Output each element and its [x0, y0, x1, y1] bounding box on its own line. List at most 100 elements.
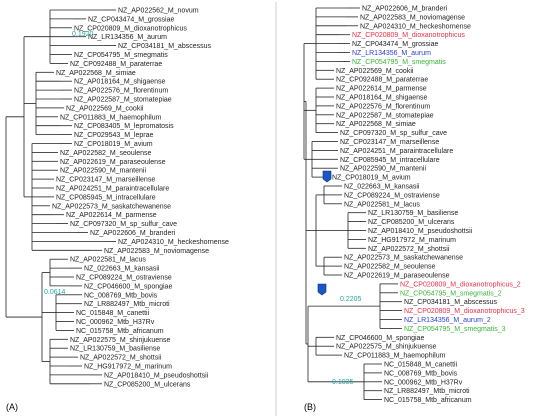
leaf-label: NZ_CP054795_M_smegmatis_2 [400, 290, 502, 297]
leaf-label: NZ_CP085945_M_intracellulare [56, 194, 156, 201]
leaf-label: NZ_CP083405_M_lepromatosis [74, 123, 174, 130]
leaf-label: NZ_CP043474_M_grossiae [352, 41, 438, 48]
leaf-label: NZ_CP097320_M_sp_sulfur_cave [340, 130, 447, 137]
leaf-label: NZ_AP018410_M_pseudoshottsii [368, 228, 473, 235]
leaf-label: NZ_CP020809_M_dioxanotrophicus [352, 32, 465, 39]
leaf-label: NZ_AP022582_M_seoulense [60, 150, 152, 157]
leaf-label: NZ_AP022581_M_lacus [344, 201, 420, 208]
leaf-label: NZ_CP092488_M_paraterrae [70, 61, 162, 68]
leaf-label: NZ_AP024310_M_heckeshornense [360, 23, 471, 30]
leaf-label: NZ_LR130759_M_basiliense [70, 346, 160, 353]
leaf-label: NZ_AP022581_M_lacus [70, 257, 146, 264]
leaf-label: NZ_CP023147_M_marseillense [56, 177, 155, 184]
panel-a-tree: NZ_AP022562_M_novumNZ_CP043474_M_grossia… [5, 8, 229, 388]
leaf-label: NZ_CP089224_M_ostraviense [76, 275, 172, 282]
leaf-label: NZ_AP018164_M_shigaense [74, 79, 166, 86]
leaf-label: NZ_AP022619_M_paraseoulense [60, 159, 166, 166]
leaf-label: NZ_CP011883_M_haemophilum [344, 353, 446, 360]
leaf-label: NZ_AP022576_M_florentinum [74, 88, 168, 95]
leaf-label: NZ_AP022575_M_shinjukuense [70, 337, 171, 344]
leaf-label: NZ_CP054795_M_smegmatis_3 [404, 326, 506, 333]
support-value: 0.0614 [44, 289, 66, 296]
leaf-label: NZ_CP085200_M_ulcerans [104, 381, 191, 388]
leaf-label: NZ_HG917972_M_marinum [368, 237, 456, 244]
leaf-label: NZ_LR130759_M_basiliense [368, 210, 458, 217]
leaf-label: NZ_CP018019_M_avium [332, 175, 411, 182]
panel-a-label: (A) [6, 402, 18, 412]
leaf-label: NZ_CP034181_M_abscessus [404, 299, 497, 306]
leaf-label: NZ_CP092488_M_paraterrae [336, 77, 428, 84]
leaf-label: NZ_AP022562_M_novum [118, 8, 199, 15]
leaf-label: NZ_CP034181_M_abscessus [118, 43, 211, 50]
panel-b-label: (B) [304, 402, 316, 412]
leaf-label: NZ_AP022619_M_paraseoulense [344, 273, 450, 280]
leaf-label: NZ_AP024310_M_heckeshornense [118, 239, 229, 246]
leaf-label: NZ_AP018164_M_shigaense [336, 95, 428, 102]
leaf-label: NZ_AP022606_M_branderi [362, 6, 448, 13]
leaf-label: NZ_LR134356_M_aurum_2 [404, 317, 491, 324]
leaf-label: NZ_CP023147_M_marseillense [340, 139, 439, 146]
leaf-label: NZ_AP022575_M_shinjukuense [336, 344, 437, 351]
leaf-label: NZ_CP029543_M_leprae [74, 132, 153, 139]
leaf-label: NZ_CP046600_M_spongiae [336, 335, 424, 342]
leaf-label: NC_015848_M_canettii [76, 310, 150, 317]
leaf-label: NZ_AP022572_M_shottsii [80, 355, 162, 362]
leaf-label: NZ_CP046600_M_spongiae [84, 283, 172, 290]
leaf-label: NZ_LR882497_Mtb_microti [84, 301, 170, 308]
leaf-label: NZ_CP089224_M_ostraviense [344, 192, 440, 199]
leaf-label: NZ_AP022583_M_noviomagense [360, 14, 465, 21]
leaf-label: NZ_AP022606_M_branderi [90, 230, 176, 237]
leaf-label: NZ_AP022590_M_mantenii [60, 168, 146, 175]
leaf-label: NZ_AP022582_M_seoulense [344, 264, 436, 271]
leaf-label: NZ_LR134356_M_aurum [352, 50, 431, 57]
leaf-label: NZ_CP054795_M_smegmatis [352, 59, 446, 66]
leaf-label: NZ_CP011883_M_haemophilum [60, 114, 162, 121]
support-value: 0.1920 [72, 31, 94, 38]
leaf-label: NZ_CP085200_M_ulcerans [368, 219, 455, 226]
leaf-label: NC_008769_Mtb_bovis [84, 292, 158, 299]
leaf-label: NZ_022663_M_kansasii [84, 266, 160, 273]
leaf-label: NZ_AP022572_M_shottsii [368, 246, 450, 253]
leaf-label: NZ_AP022576_M_florentinum [336, 103, 430, 110]
leaf-label: NZ_AP022568_M_simiae [336, 121, 416, 128]
leaf-label: NC_000962_Mtb_H37Rv [384, 379, 463, 386]
shield-marker-icon [322, 170, 332, 183]
leaf-label: NZ_AP022590_M_mantenii [340, 166, 426, 173]
leaf-label: NC_015758_Mtb_africanum [76, 328, 164, 335]
leaf-label: NZ_LR134356_M_aurum [88, 34, 167, 41]
leaf-label: NZ_AP022587_M_stomatepiae [336, 112, 434, 119]
leaf-label: NZ_CP020809_M_dioxanotrophicus_2 [400, 281, 521, 288]
leaf-label: NC_000962_Mtb_H37Rv [76, 319, 155, 326]
leaf-label: NZ_AP022614_M_parmense [66, 212, 157, 219]
leaf-label: NZ_LR882497_Mtb_microti [384, 388, 470, 395]
leaf-label: NZ_CP043474_M_grossiae [88, 16, 174, 23]
leaf-label: NZ_AP022573_M_saskatchewanense [344, 255, 463, 262]
leaf-label: NZ_AP024251_M_paraintracellulare [340, 148, 453, 155]
leaf-label: NC_008769_Mtb_bovis [384, 370, 458, 377]
leaf-label: NZ_AP018410_M_pseudoshottsii [104, 372, 209, 379]
leaf-label: NZ_CP020809_M_dioxanotrophicus_3 [404, 308, 525, 315]
leaf-label: NZ_CP018019_M_avium [74, 141, 153, 148]
leaf-label: NZ_CP054795_M_smegmatis [74, 52, 168, 59]
leaf-label: NC_015848_M_canettii [384, 362, 458, 369]
shield-marker-icon [317, 283, 327, 296]
leaf-label: NZ_CP085945_M_intracellulare [340, 157, 440, 164]
leaf-label: NZ_AP022569_M_cookii [336, 68, 414, 75]
leaf-label: NZ_AP022568_M_simiae [56, 70, 136, 77]
support-value: 0.1035 [332, 379, 354, 386]
leaf-label: NZ_CP020809_M_dioxanotrophicus [74, 25, 187, 32]
leaf-label: NZ_AP022569_M_cookii [66, 105, 144, 112]
leaf-label: NZ_022663_M_kansasii [344, 184, 420, 191]
leaf-label: NZ_AP024251_M_paraintracellulare [56, 186, 169, 193]
leaf-label: NC_015758_Mtb_africanum [384, 397, 472, 404]
leaf-label: NZ_AP022614_M_parmense [336, 86, 427, 93]
support-value: 0.2205 [340, 296, 362, 303]
panel-b-tree: NZ_AP022606_M_branderiNZ_AP022583_M_novi… [303, 6, 525, 404]
leaf-label: NZ_HG917972_M_marinum [84, 364, 172, 371]
leaf-label: NZ_AP022587_M_stomatepiae [74, 97, 172, 104]
leaf-label: NZ_CP097320_M_sp_sulfur_cave [70, 221, 177, 228]
leaf-label: NZ_AP022573_M_saskatchewanense [52, 203, 171, 210]
leaf-label: NZ_AP022583_M_noviomagense [104, 248, 209, 255]
